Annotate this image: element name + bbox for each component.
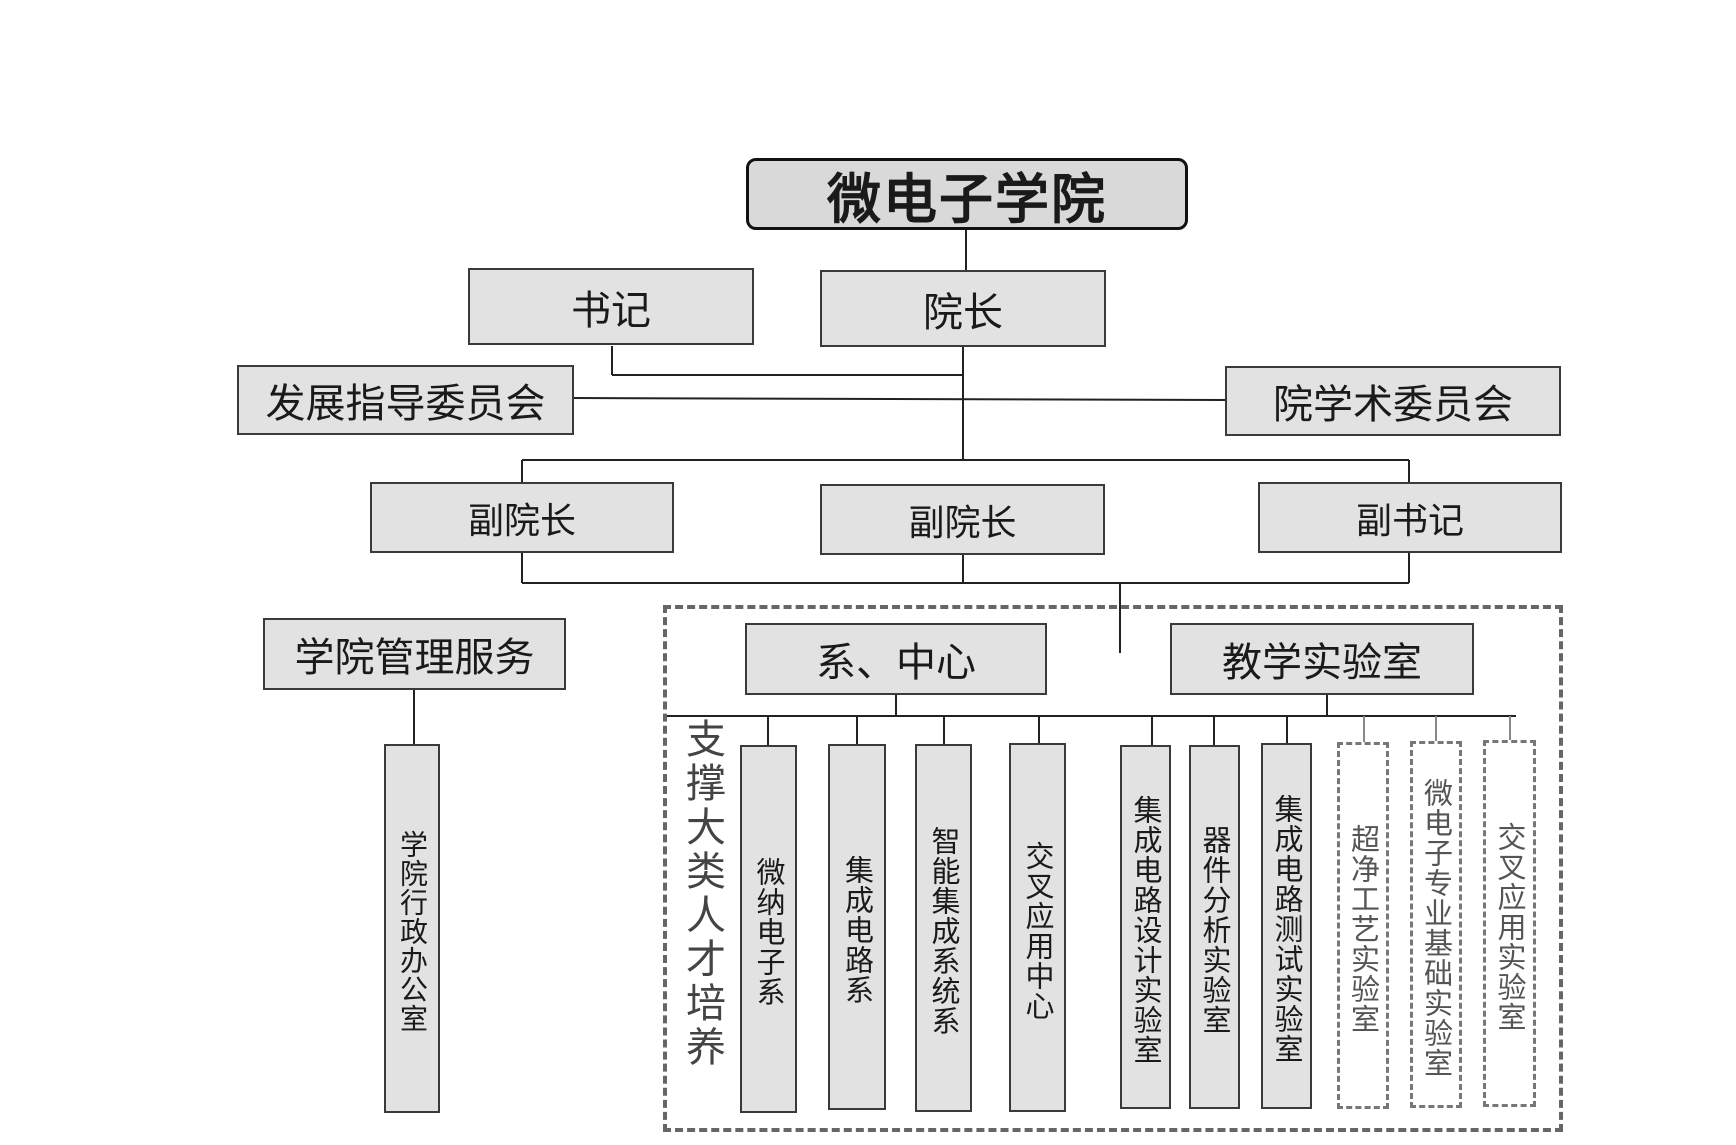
secretary-box: 书记 xyxy=(468,268,754,345)
unit-label: 交叉应用中心 xyxy=(1021,840,1055,1021)
unit-label: 集成电路设计实验室 xyxy=(1129,795,1163,1065)
planned-box-basic-lab: 微电子专业基础实验室 xyxy=(1410,741,1462,1108)
planned-unit-label: 微电子专业基础实验室 xyxy=(1419,777,1454,1078)
academic-committee-box: 院学术委员会 xyxy=(1225,366,1561,436)
unit-box-ic-dept: 集成电路系 xyxy=(828,744,886,1110)
unit-box-ic-test-lab: 集成电路测试实验室 xyxy=(1261,743,1312,1109)
admin-service-label: 学院管理服务 xyxy=(294,635,535,681)
planned-unit-label: 超净工艺实验室 xyxy=(1346,823,1381,1034)
unit-label: 器件分析实验室 xyxy=(1198,825,1232,1035)
support-label: 支撑大类人才培养 xyxy=(679,718,725,1070)
departments-group-box: 系、中心 xyxy=(745,623,1047,695)
unit-box-intelligent-systems: 智能集成系统系 xyxy=(915,744,972,1112)
development-committee-label: 发展指导委员会 xyxy=(265,381,546,427)
college-title-box: 微电子学院 xyxy=(746,158,1188,231)
development-committee-box: 发展指导委员会 xyxy=(237,365,574,435)
deputy-secretary-box: 副书记 xyxy=(1258,482,1562,553)
deputy-secretary-label: 副书记 xyxy=(1355,500,1464,542)
planned-box-cross-lab: 交叉应用实验室 xyxy=(1483,740,1536,1107)
deputy-dean-box-2: 副院长 xyxy=(820,484,1105,555)
planned-unit-label: 交叉应用实验室 xyxy=(1493,821,1527,1032)
dean-box: 院长 xyxy=(820,270,1106,347)
admin-office-label: 学院行政办公室 xyxy=(396,830,429,1033)
secretary-label: 书记 xyxy=(571,287,651,334)
unit-box-cross-center: 交叉应用中心 xyxy=(1009,743,1066,1112)
college-title: 微电子学院 xyxy=(827,167,1107,231)
unit-box-ic-design-lab: 集成电路设计实验室 xyxy=(1120,745,1171,1109)
unit-label: 集成电路系 xyxy=(840,855,875,1005)
unit-label: 微纳电子系 xyxy=(752,857,786,1007)
admin-service-box: 学院管理服务 xyxy=(263,618,566,690)
unit-box-device-lab: 器件分析实验室 xyxy=(1189,745,1240,1109)
labs-group-label: 教学实验室 xyxy=(1222,640,1422,686)
deputy-dean-label-2: 副院长 xyxy=(908,502,1017,544)
dean-label: 院长 xyxy=(923,289,1003,336)
academic-committee-label: 院学术委员会 xyxy=(1273,382,1513,428)
labs-group-box: 教学实验室 xyxy=(1170,623,1474,695)
deputy-dean-box-1: 副院长 xyxy=(370,482,674,553)
unit-label: 集成电路测试实验室 xyxy=(1270,794,1304,1064)
support-frame xyxy=(663,605,1563,1132)
deputy-dean-label-1: 副院长 xyxy=(467,500,576,542)
unit-label: 智能集成系统系 xyxy=(927,826,961,1036)
planned-box-cleanroom: 超净工艺实验室 xyxy=(1337,742,1389,1109)
departments-group-label: 系、中心 xyxy=(816,640,976,686)
admin-office-box: 学院行政办公室 xyxy=(384,744,440,1113)
unit-box-microelectronics: 微纳电子系 xyxy=(740,745,797,1113)
